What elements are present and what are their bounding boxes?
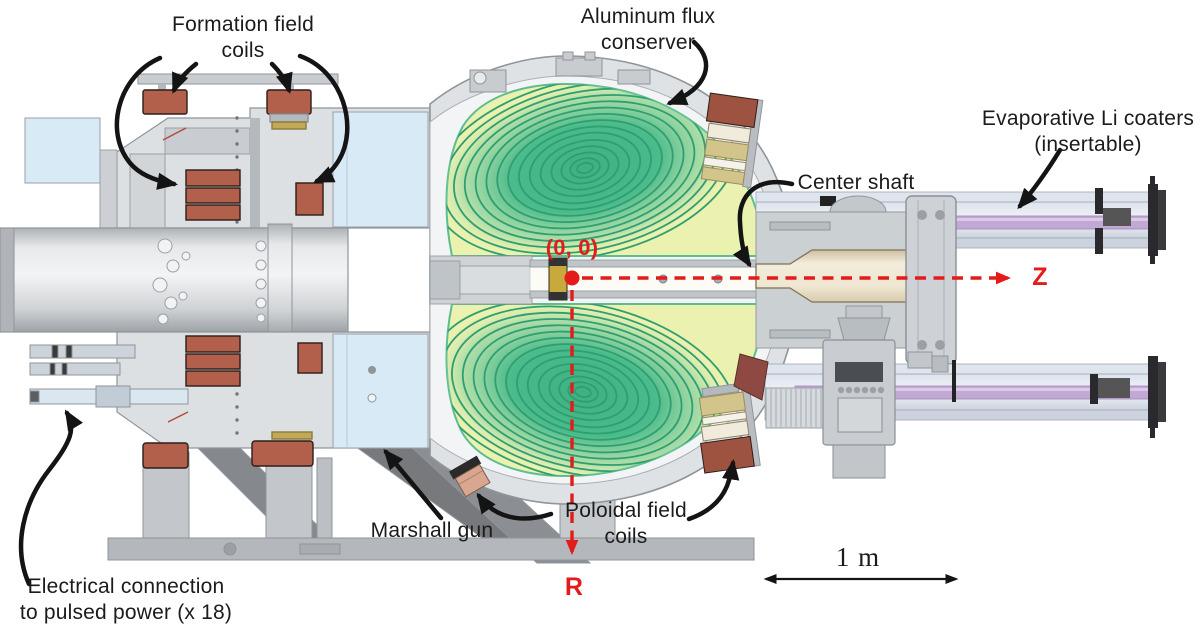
arrow-li-coaters bbox=[1017, 147, 1063, 210]
origin-dot bbox=[564, 270, 580, 286]
poloidal-coil-stack-bottom bbox=[698, 383, 761, 474]
divertor-wedge bbox=[733, 353, 769, 401]
formation-field-coils-label: Formation field coils bbox=[172, 12, 314, 63]
plasma-upper-lobe bbox=[445, 82, 766, 257]
arrow-formation-inner-left bbox=[114, 55, 179, 190]
formation-coil-lower-left bbox=[185, 335, 241, 353]
arrow-flux-conserver bbox=[666, 39, 709, 106]
poloidal-field-coils-line1: Poloidal field bbox=[565, 499, 687, 522]
bellows bbox=[765, 387, 833, 429]
left-glass-panel bbox=[24, 117, 101, 184]
flux-contours-upper bbox=[446, 84, 739, 256]
electrical-connection-label: Electrical connection to pulsed power (x… bbox=[20, 574, 232, 625]
arrow-formation-top-right bbox=[269, 61, 293, 94]
evaporative-li-coaters-label: Evaporative Li coaters (insertable) bbox=[982, 106, 1194, 157]
aluminum-flux-conserver-line2: conserver bbox=[600, 30, 696, 54]
arrow-formation-inner-right bbox=[297, 53, 350, 184]
formation-coil-lower-right bbox=[297, 342, 323, 374]
pulsed-power-connectors bbox=[29, 344, 189, 408]
poloidal-coil-stack-top bbox=[700, 92, 764, 189]
formation-coil-top-right bbox=[266, 89, 312, 115]
coordinate-axes bbox=[564, 270, 1012, 556]
top-rail bbox=[137, 73, 339, 85]
tube-bracket-bottom bbox=[1090, 356, 1166, 438]
formation-field-coils bbox=[142, 89, 324, 469]
formation-coil-inner-left bbox=[185, 169, 241, 187]
electrical-connection-line2: to pulsed power (x 18) bbox=[19, 600, 233, 624]
formation-coil-base-right bbox=[251, 440, 314, 467]
evaporative-li-coaters-line2: (insertable) bbox=[1034, 132, 1142, 156]
formation-field-coils-line2: coils bbox=[221, 38, 265, 62]
center-shaft-label: Center shaft bbox=[797, 171, 915, 194]
cylinder-holes bbox=[152, 238, 267, 325]
origin-label: (0, 0) bbox=[545, 235, 599, 260]
flux-contours-lower bbox=[446, 304, 737, 476]
gun-muzzle bbox=[429, 255, 533, 305]
arrow-poloidal-left bbox=[476, 492, 554, 521]
formation-field-coils-line1: Formation field bbox=[172, 13, 314, 36]
li-coater-tube-top bbox=[755, 176, 1166, 264]
main-cylinder bbox=[0, 227, 349, 333]
poloidal-coil-small bbox=[449, 455, 491, 498]
formation-coil-inner-right bbox=[295, 182, 324, 216]
arrow-poloidal-right bbox=[686, 458, 740, 522]
cylinder-flange bbox=[267, 223, 293, 337]
marshall-gun-label: Marshall gun bbox=[370, 519, 494, 542]
annotation-arrows bbox=[18, 39, 1063, 587]
electrical-connection-line1: Electrical connection bbox=[27, 575, 225, 598]
arrow-formation-top-left bbox=[171, 61, 199, 94]
scale-bar-label: 1 m bbox=[835, 542, 881, 572]
aluminum-flux-conserver-label: Aluminum flux conserver bbox=[581, 4, 715, 55]
poloidal-field-coils-line2: coils bbox=[604, 524, 648, 548]
upper-glass-panel bbox=[332, 111, 429, 228]
arrow-marshall-gun bbox=[383, 448, 444, 521]
evaporative-li-coaters-line1: Evaporative Li coaters bbox=[981, 107, 1195, 130]
arrow-center-shaft bbox=[732, 180, 795, 268]
arrow-electrical bbox=[18, 409, 83, 587]
vessel-top-ports bbox=[469, 51, 651, 93]
formation-coil-top-left bbox=[142, 89, 188, 115]
poloidal-field-coils-label: Poloidal field coils bbox=[565, 498, 687, 549]
formation-coil-base-left bbox=[142, 442, 189, 469]
end-flange bbox=[905, 195, 957, 365]
tube-bracket-top bbox=[1095, 176, 1166, 264]
origin-fitting bbox=[548, 257, 568, 301]
drive-box bbox=[822, 305, 956, 479]
gun-section bbox=[0, 73, 431, 449]
r-axis-label: R bbox=[564, 573, 584, 601]
marshall-gun-panel bbox=[332, 333, 429, 449]
z-axis-label: Z bbox=[1032, 263, 1048, 291]
aluminum-flux-conserver-line1: Aluminum flux bbox=[580, 5, 716, 28]
